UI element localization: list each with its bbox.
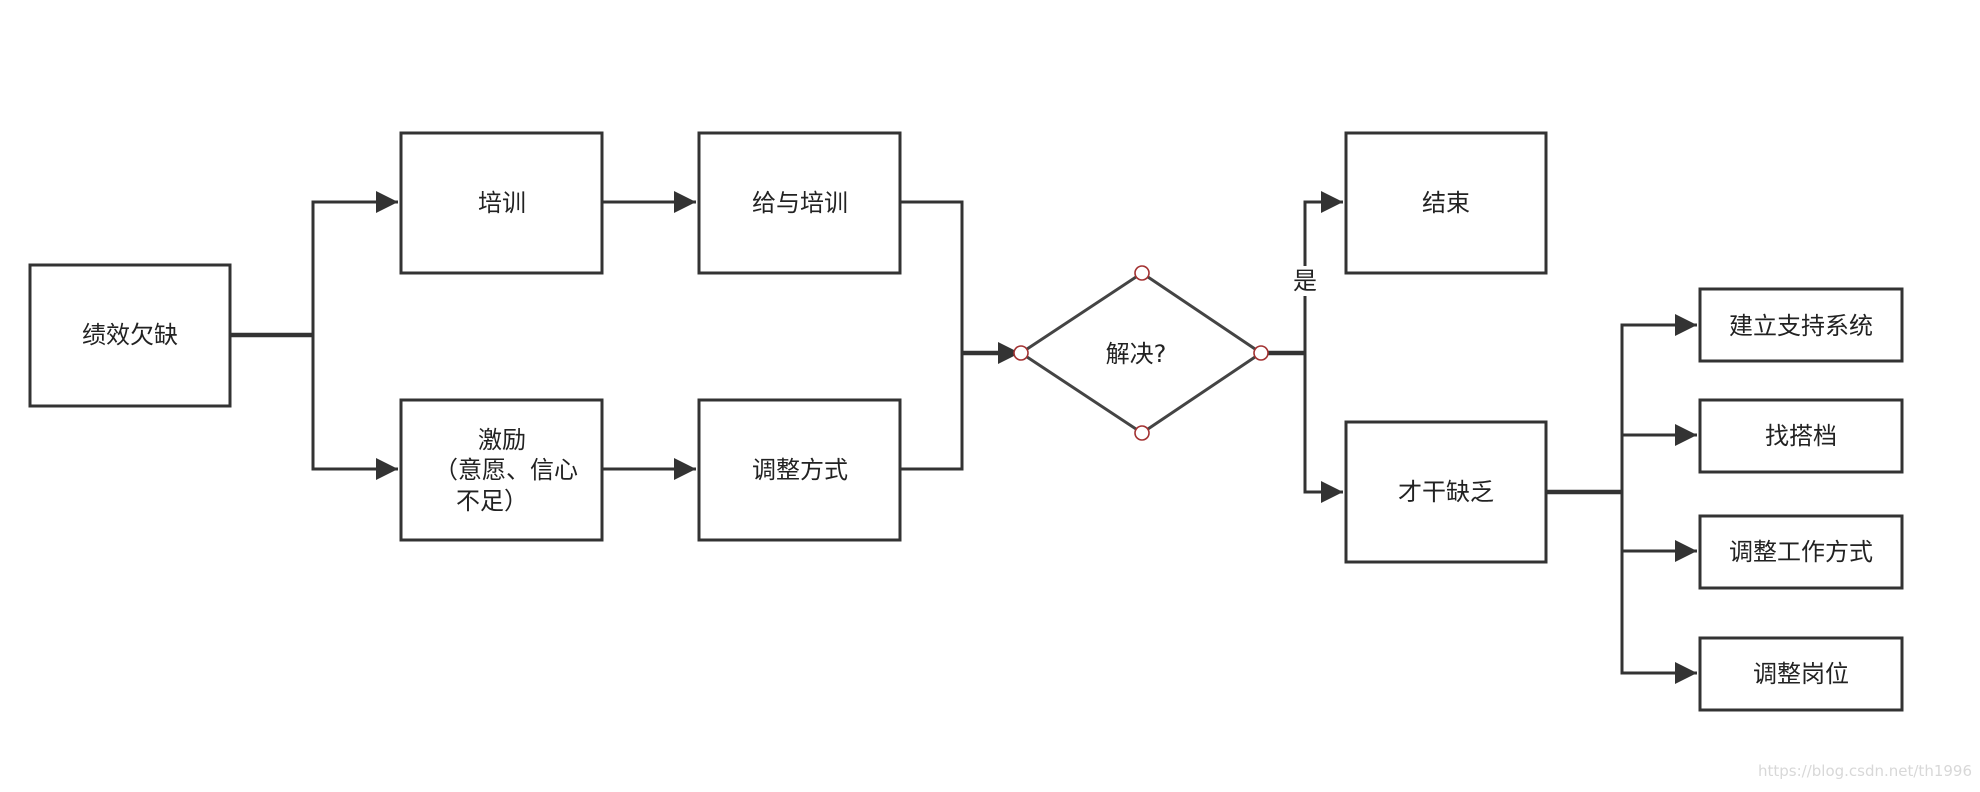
node-lack-talent-label: 才干缺乏: [1398, 478, 1494, 506]
node-perf-gap[interactable]: 绩效欠缺: [28, 263, 232, 408]
edge-adjust-method-to-merge: [900, 353, 964, 471]
node-find-partner-label: 找搭档: [1765, 422, 1837, 450]
node-adjust-method-label: 调整方式: [752, 456, 848, 484]
node-adjust-position[interactable]: 调整岗位: [1698, 636, 1904, 712]
node-find-partner[interactable]: 找搭档: [1698, 398, 1904, 474]
node-adjust-work-method[interactable]: 调整工作方式: [1698, 514, 1904, 590]
node-end-label: 结束: [1422, 189, 1470, 217]
node-motivation-label-1: 激励: [478, 426, 526, 454]
decision-port-top: [1134, 265, 1150, 281]
node-give-training-label: 给与培训: [752, 189, 848, 217]
edges: [230, 191, 1697, 684]
edge-branch-to-adjust-position: [1620, 551, 1697, 684]
node-give-training[interactable]: 给与培训: [697, 131, 902, 275]
edge-branch-to-adjust-work-method: [1620, 492, 1697, 562]
decision-port-left: [1013, 345, 1029, 361]
node-lack-talent[interactable]: 才干缺乏: [1344, 420, 1548, 564]
edge-branch-to-training: [311, 191, 398, 335]
edge-decision-to-lack-talent: [1303, 353, 1343, 503]
node-training-label: 培训: [478, 189, 526, 217]
edge-branch-to-motivation: [311, 335, 398, 480]
watermark: https://blog.csdn.net/th1996: [1758, 762, 1972, 780]
edge-branch-to-support-system: [1620, 314, 1697, 492]
edge-label-yes-text: 是: [1293, 267, 1317, 295]
decision-port-right: [1253, 345, 1269, 361]
node-decision-label: 解决?: [1106, 340, 1167, 368]
node-motivation-label-2: （意愿、信心: [434, 456, 578, 484]
node-support-system[interactable]: 建立支持系统: [1698, 287, 1904, 363]
node-adjust-method[interactable]: 调整方式: [697, 398, 902, 542]
node-motivation[interactable]: 激励 （意愿、信心 不足）: [399, 398, 604, 542]
node-training[interactable]: 培训: [399, 131, 604, 275]
node-motivation-label-3: 不足）: [456, 487, 528, 515]
edge-decision-to-end: [1303, 191, 1343, 353]
node-perf-gap-label: 绩效欠缺: [82, 321, 178, 349]
node-end[interactable]: 结束: [1344, 131, 1548, 275]
node-support-system-label: 建立支持系统: [1729, 312, 1873, 340]
edge-label-yes: 是: [1291, 266, 1319, 296]
node-decision[interactable]: 解决?: [1013, 265, 1269, 441]
edge-give-training-to-merge: [900, 200, 964, 353]
decision-port-bottom: [1134, 425, 1150, 441]
node-adjust-position-label: 调整岗位: [1753, 660, 1849, 688]
node-adjust-work-method-label: 调整工作方式: [1729, 538, 1873, 566]
